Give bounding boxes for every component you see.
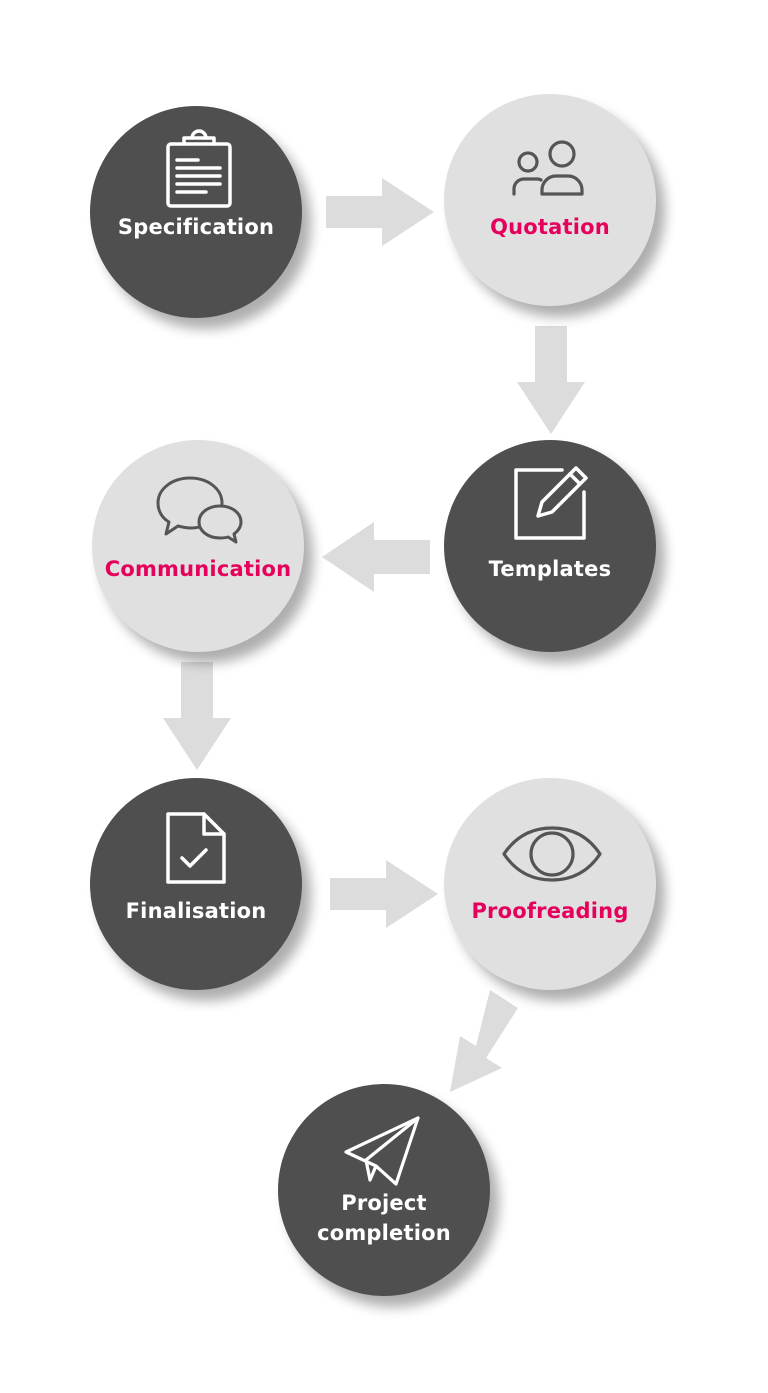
people-icon [512,140,584,196]
step-quotation: Quotation [444,94,656,306]
document-check-icon [166,812,226,884]
step-label: Specification [117,215,275,239]
clipboard-icon [166,129,232,208]
paper-plane-icon [344,1116,420,1186]
step-label: Project completion [317,1191,451,1245]
arrow-specification-to-quotation [326,178,434,246]
arrow-quotation-to-templates [517,326,585,434]
step-label: Communication [104,557,292,581]
arrow-communication-to-finalisation [163,662,231,770]
step-communication: Communication [92,440,304,652]
step-specification: Specification [90,106,302,318]
chat-bubbles-icon [156,476,243,544]
step-label: Templates [488,557,612,581]
step-templates: Templates [444,440,656,652]
arrow-finalisation-to-proofreading [330,860,438,928]
step-label: Quotation [490,215,610,239]
step-proofreading: Proofreading [444,778,656,990]
pencil-square-icon [514,466,588,540]
step-label: Proofreading [471,899,629,923]
arrow-proofreading-to-completion [450,990,518,1092]
eye-icon [502,826,602,882]
arrow-templates-to-communication [322,522,430,592]
step-project-completion: Project completion [278,1084,490,1296]
step-finalisation: Finalisation [90,778,302,990]
step-label: Finalisation [125,899,267,923]
